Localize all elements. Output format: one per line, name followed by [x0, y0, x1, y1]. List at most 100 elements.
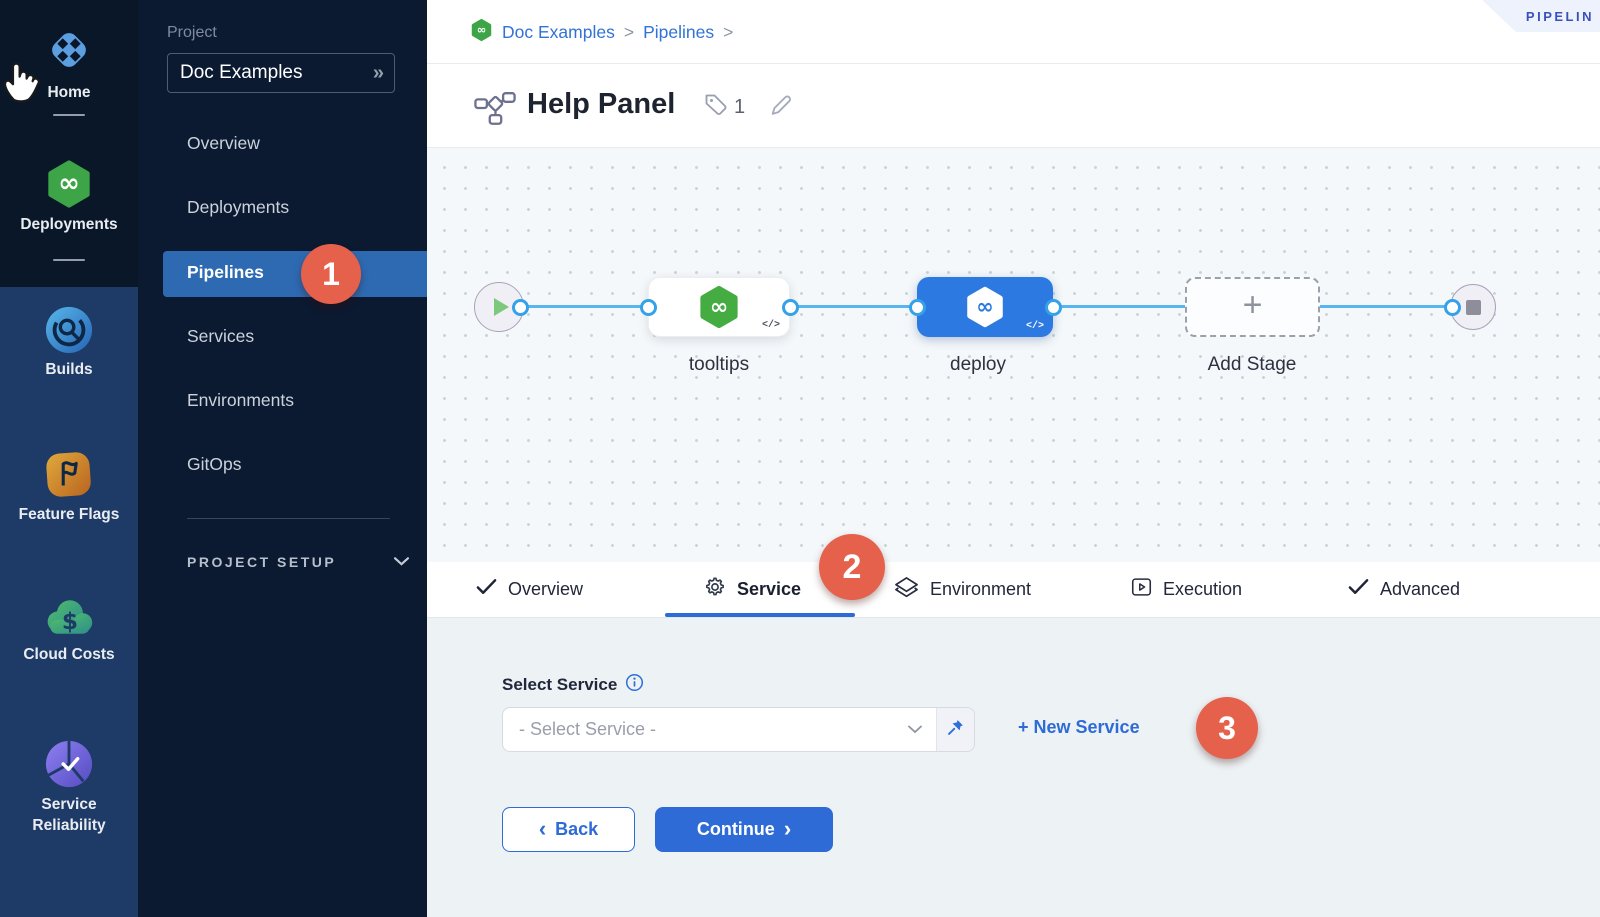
stop-icon — [1465, 299, 1481, 315]
breadcrumb-bar: ∞ Doc Examples > Pipelines > PIPELIN — [427, 0, 1600, 64]
active-tab-underline — [665, 613, 855, 617]
continue-button[interactable]: Continue › — [655, 807, 833, 852]
edit-pencil-icon[interactable] — [768, 91, 795, 123]
breadcrumb: ∞ Doc Examples > Pipelines > — [470, 18, 733, 47]
tab-advanced[interactable]: Advanced — [1348, 562, 1460, 617]
rail-label-builds: Builds — [45, 361, 93, 378]
rail-item-builds[interactable]: Builds — [0, 303, 138, 381]
rail-label-cloud-costs: Cloud Costs — [23, 646, 115, 663]
gear-icon — [704, 576, 726, 603]
add-stage-button[interactable]: + — [1185, 277, 1320, 337]
sidebar-item-gitops[interactable]: GitOps — [187, 454, 242, 474]
pipeline-tags[interactable]: 1 — [703, 92, 745, 123]
project-setup-toggle[interactable]: PROJECT SETUP — [187, 553, 410, 571]
rail-item-deployments[interactable]: ∞ Deployments — [0, 158, 138, 236]
service-tab-panel: Select Service - Select Service - — [427, 618, 1600, 917]
sidebar-item-deployments[interactable]: Deployments — [187, 197, 290, 217]
dropdown-placeholder: - Select Service - — [519, 719, 657, 739]
harness-logo-icon: ∞ — [470, 18, 493, 47]
service-reliability-icon — [44, 740, 94, 794]
add-stage-label: Add Stage — [1207, 354, 1297, 375]
callout-badge-3: 3 — [1196, 697, 1258, 759]
select-service-label: Select Service — [502, 675, 618, 694]
deployments-icon: ∞ — [44, 160, 94, 214]
stage-tabbar: Overview Service Environ — [427, 562, 1600, 618]
layers-icon — [894, 576, 919, 604]
stage-node-tooltips[interactable]: ∞ </> — [648, 277, 790, 337]
pipeline-connector — [1053, 305, 1185, 308]
tab-execution[interactable]: Execution — [1131, 562, 1242, 617]
breadcrumb-separator: > — [723, 22, 734, 42]
dropdown-value-area[interactable]: - Select Service - — [503, 708, 936, 751]
rail-label-home: Home — [47, 84, 91, 101]
active-menu-highlight — [163, 251, 427, 297]
pipeline-title-bar: Help Panel 1 VISUAL — [427, 64, 1600, 186]
project-selector[interactable]: Doc Examples » — [167, 53, 395, 93]
rail-item-cloud-costs[interactable]: $ Cloud Costs — [0, 594, 138, 666]
rail-item-home[interactable]: Home — [0, 22, 138, 104]
chevron-down-icon — [908, 721, 922, 739]
info-icon[interactable] — [625, 673, 644, 697]
expand-panel-icon[interactable]: » — [372, 61, 384, 84]
stage-node-deploy[interactable]: ∞ </> — [917, 277, 1053, 337]
new-service-link[interactable]: + New Service — [1018, 717, 1140, 737]
tag-count: 1 — [734, 96, 746, 118]
chevron-left-icon: ‹ — [538, 815, 547, 841]
sidebar-item-environments[interactable]: Environments — [187, 390, 294, 410]
rail-label-service-reliability: Service Reliability — [32, 796, 106, 834]
pin-runtime-input-button[interactable] — [936, 708, 974, 751]
project-sidebar: Project Doc Examples » Overview Deployme… — [138, 0, 427, 917]
main-area: ∞ Doc Examples > Pipelines > PIPELIN — [427, 0, 1600, 917]
stage-label-tooltips: tooltips — [688, 354, 750, 375]
sidebar-item-pipelines[interactable]: Pipelines — [187, 262, 264, 282]
select-service-label-row: Select Service — [502, 673, 644, 697]
rail-item-feature-flags[interactable]: Feature Flags — [0, 448, 138, 526]
pipeline-studio-badge: PIPELIN — [1482, 0, 1600, 32]
tab-service[interactable]: Service — [704, 562, 801, 617]
sidebar-item-services[interactable]: Services — [187, 326, 255, 346]
home-icon — [42, 33, 96, 82]
svg-text:$: $ — [62, 608, 78, 635]
pipeline-connector — [1320, 305, 1452, 308]
pipeline-connector — [520, 305, 648, 308]
connector-dot — [1443, 298, 1461, 316]
execution-play-icon — [1131, 577, 1152, 602]
feature-flags-icon — [44, 452, 94, 504]
harness-stage-icon: ∞ — [967, 286, 1003, 328]
stage-label-deploy: deploy — [950, 354, 1006, 375]
callout-badge-1: 1 — [301, 244, 361, 304]
project-section-label: Project — [167, 24, 217, 41]
select-service-dropdown[interactable]: - Select Service - — [502, 707, 975, 752]
svg-text:∞: ∞ — [58, 169, 80, 199]
page-title: Help Panel — [527, 88, 676, 120]
breadcrumb-project-link[interactable]: Doc Examples — [502, 22, 615, 42]
breadcrumb-pipelines-link[interactable]: Pipelines — [643, 22, 715, 42]
tab-overview[interactable]: Overview — [476, 562, 583, 617]
sidebar-item-overview[interactable]: Overview — [187, 133, 260, 153]
rail-item-service-reliability[interactable]: Service Reliability — [0, 738, 138, 837]
code-view-icon: </> — [1025, 321, 1044, 332]
code-view-icon: </> — [761, 320, 780, 331]
back-button[interactable]: ‹ Back — [502, 807, 635, 852]
breadcrumb-separator: > — [623, 22, 635, 42]
tab-environment[interactable]: Environment — [894, 562, 1031, 617]
connector-dot — [908, 298, 926, 316]
callout-badge-2: 2 — [819, 534, 885, 600]
play-icon — [493, 298, 509, 316]
connector-dot — [639, 298, 657, 316]
connector-dot — [781, 298, 799, 316]
pipeline-graph-icon — [474, 90, 516, 131]
rail-label-feature-flags: Feature Flags — [18, 506, 120, 523]
cloud-costs-icon: $ — [43, 600, 95, 644]
harness-stage-icon: ∞ — [700, 285, 738, 329]
panel-divider — [187, 518, 390, 519]
svg-text:∞: ∞ — [976, 294, 994, 318]
pipeline-connector — [790, 305, 917, 308]
home-active-underline — [53, 114, 85, 116]
pipeline-canvas[interactable]: ∞ </> tooltips ∞ </> deploy + Add Stage — [427, 148, 1600, 562]
check-icon — [476, 578, 497, 601]
svg-text:∞: ∞ — [477, 23, 487, 37]
project-setup-label: PROJECT SETUP — [187, 554, 337, 570]
module-rail: Home ∞ Deployments — [0, 0, 138, 917]
